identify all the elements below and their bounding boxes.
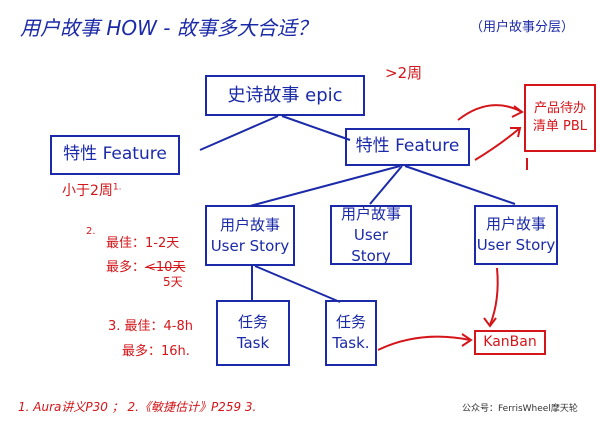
task-line1: 任务 (237, 313, 268, 331)
story-line1: 用户故事 (219, 215, 280, 234)
feature-duration: 小于2周 (62, 183, 113, 199)
feature-box-left: 特性 Feature (50, 135, 180, 175)
feature-to-pbl-arrow (474, 127, 521, 161)
task-line1: 任务 (335, 313, 366, 331)
task-to-kanban-arrow (377, 335, 471, 351)
task-line2: Task. (332, 334, 370, 352)
epic-label: 史诗故事 epic (227, 84, 343, 106)
page-title: 用户故事 HOW - 故事多大合适？ (20, 16, 317, 40)
feature-box-right: 特性 Feature (345, 128, 470, 166)
story-box: 用户故事 User Story (205, 205, 295, 266)
story-best: 最佳：1-2天 (106, 236, 180, 251)
task-box: 任务 Task. (325, 300, 377, 366)
pbl-line1: 产品待办 (533, 100, 586, 116)
task-box: 任务 Task (216, 300, 290, 366)
epic-note: >2周 (385, 64, 423, 82)
task-max: 最多：16h. (122, 344, 190, 359)
story-max-struck: <10天 (145, 260, 186, 275)
story-line1: 用户故事 (485, 215, 546, 233)
subtitle: （用户故事分层） (470, 20, 575, 35)
task-line2: Task (236, 334, 270, 352)
watermark: 公众号：FerrisWheel摩天轮 (462, 404, 578, 414)
story-line2: User Story (476, 236, 556, 254)
story-max-label: 最多： (106, 260, 146, 275)
feature-to-story3-line (404, 165, 516, 205)
story-to-task2-line (254, 265, 341, 303)
feature-to-story1-line (249, 165, 401, 207)
epic-to-feature-right-line (281, 115, 351, 141)
story-max-value: 5天 (163, 275, 183, 289)
kanban-label: KanBan (483, 333, 537, 350)
story-to-kanban-arrow (489, 267, 499, 326)
task-best: 3. 最佳：4-8h (108, 319, 194, 334)
feature-to-story2-line (369, 165, 403, 205)
epic-box: 史诗故事 epic (205, 75, 365, 116)
feature-label: 特性 Feature (355, 136, 460, 157)
story-line2: User Story (210, 236, 290, 255)
feature-note-number: 1. (112, 182, 122, 193)
story-line2: User Story (351, 225, 391, 265)
story-note-number: 2. (86, 226, 96, 237)
references: 1. Aura讲义P30 ； 2.《敏捷估计》P259 3. (18, 400, 257, 414)
story-line1: 用户故事 (340, 204, 401, 223)
story-max: 最多：<10天 (106, 256, 185, 275)
epic-to-feature-left-line (199, 115, 279, 151)
pbl-line2: 清单 PBL (532, 119, 588, 134)
story-box: 用户故事 User Story (474, 205, 558, 265)
epic-to-pbl-arrow (457, 104, 523, 121)
feature-label: 特性 Feature (63, 144, 167, 165)
story-box: 用户故事 User Story (330, 205, 412, 265)
feature-note: 小于2周1. (62, 180, 122, 200)
kanban-box: KanBan (474, 330, 546, 355)
pbl-box: 产品待办清单 PBL (524, 84, 596, 152)
